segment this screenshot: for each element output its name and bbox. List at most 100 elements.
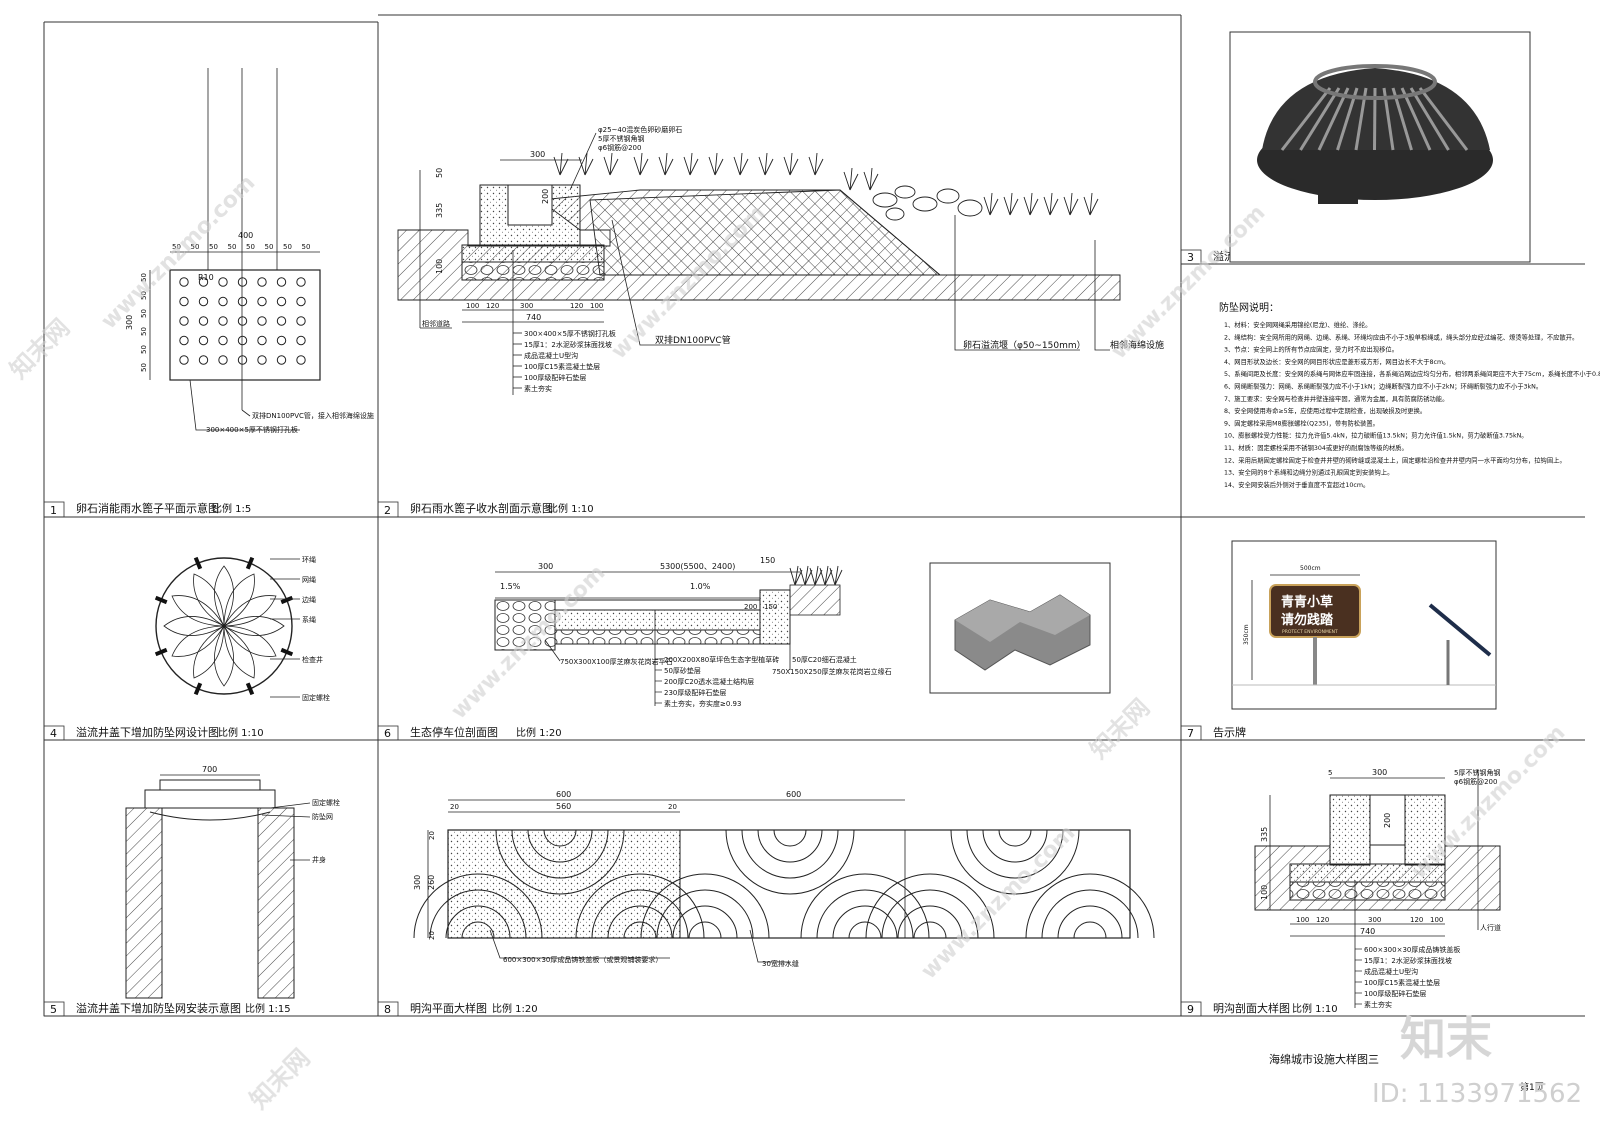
panel-title-5: 5 溢流井盖下增加防坠网安装示意图 比例 1:15	[43, 1001, 291, 1017]
p2-top-note: φ6钢筋@200	[598, 143, 641, 152]
p9-layer-note: 100厚C15素混凝土垫层	[1364, 978, 1440, 987]
net-petal	[193, 625, 225, 679]
ditch-arc	[640, 873, 770, 939]
svg-text:井身: 井身	[312, 855, 326, 864]
anchor-bolt	[280, 595, 294, 605]
image-id-watermark: ID: 1133971562	[1372, 1079, 1582, 1109]
svg-text:200: 200	[541, 189, 550, 204]
svg-text:比例 1:5: 比例 1:5	[212, 502, 251, 515]
p9-top-note: φ6钢筋@200	[1454, 777, 1497, 786]
ditch-arc	[688, 921, 722, 939]
grass-tufts	[553, 152, 1099, 216]
p9-dim-bottom: 120	[1316, 916, 1329, 924]
p1-dim-left: 50	[140, 345, 148, 354]
svg-text:100: 100	[1260, 885, 1269, 900]
svg-text:200: 200	[744, 603, 757, 611]
anchor-bolt	[245, 682, 255, 696]
svg-text:相邻道路: 相邻道路	[422, 319, 450, 328]
ditch-arc	[543, 829, 577, 847]
grate-hole	[218, 316, 228, 326]
ditch-arc	[656, 889, 754, 939]
net-petal	[163, 616, 225, 636]
grate-hole	[218, 277, 228, 287]
panel-title-9: 9 明沟剖面大样图 比例 1:10	[1180, 1001, 1338, 1017]
ditch-arc	[832, 905, 898, 939]
net-notes: 防坠网说明： 1、材料：安全网网绳采用锦纶(尼龙)、维纶、涤纶。2、绳结构：安全…	[1219, 301, 1600, 489]
grate-hole	[296, 296, 306, 307]
p1-dim-top: 50	[265, 243, 274, 251]
p9-layer-note: 600×300×30厚成品铸铁盖板	[1364, 945, 1460, 954]
p2-dim-bottom: 120	[570, 302, 583, 310]
grate-hole	[198, 335, 209, 346]
net-petal	[223, 595, 277, 627]
grass-tuft	[1043, 192, 1059, 216]
ditch-arc	[897, 905, 963, 939]
p2-dim-bottom: 100	[466, 302, 479, 310]
grass-tuft	[683, 152, 699, 176]
p1-dim-top: 50	[246, 243, 255, 251]
svg-text:知末网: 知末网	[4, 314, 75, 385]
svg-text:固定螺栓: 固定螺栓	[312, 798, 340, 807]
ditch-arc	[591, 889, 689, 939]
net-petal	[223, 573, 255, 627]
grate-hole	[296, 316, 306, 326]
net-note-item: 3、节点：安全网上的所有节点应固定，受力时不应出现移位。	[1224, 345, 1398, 354]
grate-hole	[237, 277, 248, 287]
panel-8-ditch-plan: 600 600 560 20 20 300 260 20 20 600×300×…	[413, 790, 1155, 968]
anchor-bolt	[154, 595, 168, 605]
svg-text:335: 335	[1260, 827, 1269, 842]
svg-text:生态停车位剖面图: 生态停车位剖面图	[410, 725, 498, 739]
ditch-arc	[816, 889, 914, 939]
net-note-item: 5、系绳间距及长度：安全网的系绳与网体应牢固连接，各系绳沿网边应均匀分布，相邻两…	[1224, 369, 1600, 378]
svg-text:请勿践踏: 请勿践踏	[1281, 612, 1334, 628]
ditch-arc	[773, 829, 807, 847]
grass-tuft	[789, 565, 803, 586]
p2-top-note: 5厚不锈钢角钢	[598, 134, 644, 143]
ditch-arc	[881, 889, 979, 939]
svg-text:500cm: 500cm	[1300, 565, 1321, 572]
grass-tuft	[708, 152, 724, 176]
grass-tuft	[829, 565, 843, 586]
ditch-arc	[950, 829, 1080, 895]
ring-rope	[155, 557, 293, 695]
svg-text:1.0%: 1.0%	[690, 582, 711, 591]
p2-layer-note: 100厚级配碎石垫层	[524, 373, 586, 382]
p9-layer-note: 成品混凝土U型沟	[1364, 967, 1418, 976]
grass-tuft	[633, 152, 649, 176]
ditch-arc	[575, 873, 705, 939]
p1-dim-top: 50	[172, 243, 181, 251]
p6-layer-note: 200X200X80草坪色生态字型植草砖	[664, 655, 779, 664]
svg-text:防坠网说明：: 防坠网说明：	[1219, 301, 1279, 314]
svg-text:比例 1:10: 比例 1:10	[548, 502, 594, 515]
grass-tuft	[1003, 192, 1019, 216]
svg-text:比例 1:10: 比例 1:10	[218, 726, 264, 739]
net-note-item: 10、膨胀螺栓受力性能：拉力允许值5.4kN，拉力破断值13.5kN；剪力允许值…	[1224, 431, 1528, 440]
net-petal	[223, 625, 277, 657]
grate-hole	[179, 277, 189, 287]
grate-hole	[218, 296, 228, 307]
ditch-arc	[757, 829, 823, 863]
cover-rib	[1409, 87, 1450, 151]
ditch-arc	[1041, 889, 1139, 939]
net-petal	[223, 616, 285, 636]
panel-6-parking-section: 300 5300(5500、2400) 150 1.5% 1.0% 200 15…	[494, 556, 1111, 708]
svg-text:9: 9	[1187, 1003, 1194, 1016]
svg-text:比例 1:20: 比例 1:20	[516, 726, 562, 739]
ditch-arc	[1057, 905, 1123, 939]
svg-text:750X150X250厚芝麻灰花岗岩立缘石: 750X150X250厚芝麻灰花岗岩立缘石	[772, 667, 892, 676]
svg-text:100: 100	[435, 259, 444, 274]
svg-text:5300(5500、2400): 5300(5500、2400)	[660, 562, 735, 571]
svg-text:3: 3	[1187, 251, 1194, 264]
svg-text:卵石消能雨水篦子平面示意图: 卵石消能雨水篦子平面示意图	[76, 501, 219, 515]
panel-7-signboard: 500cm 350cm 青青小草 请勿践踏 PROTECT ENVIRONMEN…	[1231, 540, 1497, 710]
p1-dim-top: 50	[302, 243, 311, 251]
p9-layer-note: 素土夯实	[1364, 1000, 1392, 1009]
notes-list: 1、材料：安全网网绳采用锦纶(尼龙)、维纶、涤纶。2、绳结构：安全网所用的网绳、…	[1224, 320, 1600, 489]
net-petal	[171, 595, 225, 627]
p2-top-note: φ25~40混炭色卵砂磨卵石	[598, 125, 682, 134]
svg-text:740: 740	[526, 313, 541, 322]
grate-hole	[179, 335, 189, 346]
svg-text:PROTECT ENVIRONMENT: PROTECT ENVIRONMENT	[1282, 629, 1338, 635]
